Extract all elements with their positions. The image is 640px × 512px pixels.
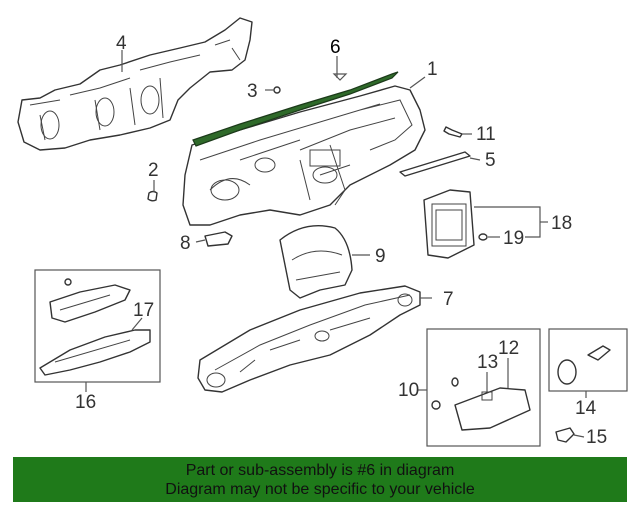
part-2-clip <box>147 190 158 202</box>
callout-11: 11 <box>476 124 496 145</box>
part-14-lock <box>557 345 611 385</box>
part-7-trim-panel <box>197 285 421 393</box>
part-15-clip <box>555 427 575 443</box>
callout-6: 6 <box>330 37 341 58</box>
part-9-hood <box>279 225 353 299</box>
callout-13: 13 <box>477 352 498 373</box>
callout-12: 12 <box>498 338 519 359</box>
callout-8: 8 <box>180 233 191 254</box>
leader-lines <box>85 50 587 438</box>
part-4-reinforcement <box>17 17 253 151</box>
callout-5: 5 <box>485 150 496 171</box>
callout-15: 15 <box>586 427 607 448</box>
banner-line-1: Part or sub-assembly is #6 in diagram <box>185 462 455 479</box>
callout-19: 19 <box>503 228 524 249</box>
callout-9: 9 <box>375 246 386 267</box>
callout-14: 14 <box>575 398 597 419</box>
part-5-strip <box>399 151 471 177</box>
part-info-banner: Part or sub-assembly is #6 in diagram Di… <box>13 457 627 502</box>
callout-17: 17 <box>133 300 154 321</box>
part-12-glove-box <box>431 377 531 431</box>
part-18-bezel <box>423 189 475 259</box>
part-1-instrument-panel <box>182 85 426 226</box>
group-box-14 <box>548 328 628 392</box>
part-8-bracket <box>204 231 233 247</box>
callout-10: 10 <box>398 380 419 401</box>
part-6-highlight <box>192 71 399 147</box>
callout-7: 7 <box>443 289 454 310</box>
callout-3: 3 <box>247 81 258 102</box>
part-16-panel <box>39 278 151 376</box>
parts-diagram: 6 1 3 4 2 11 5 8 9 7 18 19 17 16 12 13 1… <box>17 17 628 448</box>
callout-2: 2 <box>148 160 159 181</box>
callout-4: 4 <box>116 33 127 54</box>
part-19-clip <box>478 233 488 241</box>
callout-16: 16 <box>75 392 96 413</box>
callout-1: 1 <box>427 59 438 80</box>
callout-18: 18 <box>551 213 572 234</box>
part-3-clip <box>273 86 281 94</box>
part-11-screw <box>443 126 463 138</box>
banner-line-2: Diagram may not be specific to your vehi… <box>165 481 475 498</box>
